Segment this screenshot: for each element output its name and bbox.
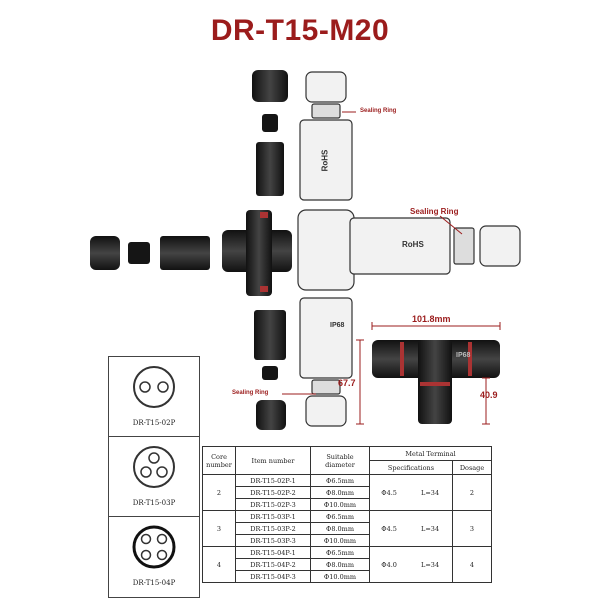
rohs-mark-horizontal: RoHS [402,240,424,249]
suitable-diameter: Φ6.5mm [310,474,370,487]
suitable-diameter: Φ10.0mm [310,570,370,583]
suitable-diameter: Φ8.0mm [310,558,370,571]
black-tee-body [222,210,292,296]
item-number: DR-T15-02P-3 [235,498,311,511]
sealing-ring-label-top: Sealing Ring [360,108,397,114]
header-terminal: Metal Terminal [369,446,492,461]
pin-caption: DR-T15-04P [132,579,176,587]
item-number: DR-T15-04P-3 [235,570,311,583]
spec-table: Core number Item number Suitable diamete… [202,446,492,583]
item-number: DR-T15-04P-1 [235,546,311,559]
core-number: 4 [202,546,236,583]
exploded-cap-left [90,236,210,270]
pin-layout-4p: DR-T15-04P [109,517,199,597]
suitable-diameter: Φ6.5mm [310,510,370,523]
exploded-cap-bottom [254,310,286,430]
suitable-diameter: Φ8.0mm [310,522,370,535]
sealing-ring-label-bottom: Sealing Ring [232,390,269,396]
dosage: 2 [452,474,492,511]
height-dimension: 67.7 [338,378,356,388]
side-dimension: 40.9 [480,390,498,400]
pin-3p-icon [133,446,175,488]
item-number: DR-T15-03P-1 [235,510,311,523]
item-number: DR-T15-02P-1 [235,474,311,487]
terminal-diameter: Φ4.5 [369,474,409,511]
page-title: DR-T15-M20 [210,14,390,47]
sealing-ring-label-right: Sealing Ring [410,207,459,216]
header-dosage: Dosage [452,460,492,475]
pin-layout-2p: DR-T15-02P [109,357,199,437]
ip68-photo-mark: IP68 [456,352,471,359]
pin-2p-icon [133,366,175,408]
pin-caption: DR-T15-03P [132,499,176,507]
length-dimension: 101.8mm [412,314,451,324]
item-number: DR-T15-04P-2 [235,558,311,571]
assembled-connector-photo [372,340,500,424]
header-diameter: Suitable diameter [310,446,370,475]
sealing-ring-leaders [282,111,463,395]
rohs-mark-vertical: RoHS [320,149,330,172]
header-spec: Specifications [369,460,453,475]
suitable-diameter: Φ10.0mm [310,534,370,547]
suitable-diameter: Φ8.0mm [310,486,370,499]
ip68-mark: IP68 [330,322,345,329]
item-number: DR-T15-02P-2 [235,486,311,499]
pin-layout-3p: DR-T15-03P [109,437,199,517]
item-number: DR-T15-03P-2 [235,522,311,535]
dosage: 3 [452,510,492,547]
header-item: Item number [235,446,311,475]
terminal-diameter: Φ4.5 [369,510,409,547]
core-number: 2 [202,474,236,511]
terminal-length: L=34 [408,510,454,547]
exploded-cap-top [252,70,288,196]
pin-caption: DR-T15-02P [132,419,176,427]
terminal-diameter: Φ4.0 [369,546,409,583]
dosage: 4 [452,546,492,583]
suitable-diameter: Φ6.5mm [310,546,370,559]
suitable-diameter: Φ10.0mm [310,498,370,511]
clear-tee-assembly [297,71,521,427]
pin-4p-icon [132,525,176,569]
terminal-length: L=34 [408,546,454,583]
header-core: Core number [202,446,236,475]
terminal-length: L=34 [408,474,454,511]
core-number: 3 [202,510,236,547]
dimension-lines [356,322,501,425]
pin-layout-panel: DR-T15-02P DR-T15-03P DR-T15-04P [108,356,200,598]
item-number: DR-T15-03P-3 [235,534,311,547]
